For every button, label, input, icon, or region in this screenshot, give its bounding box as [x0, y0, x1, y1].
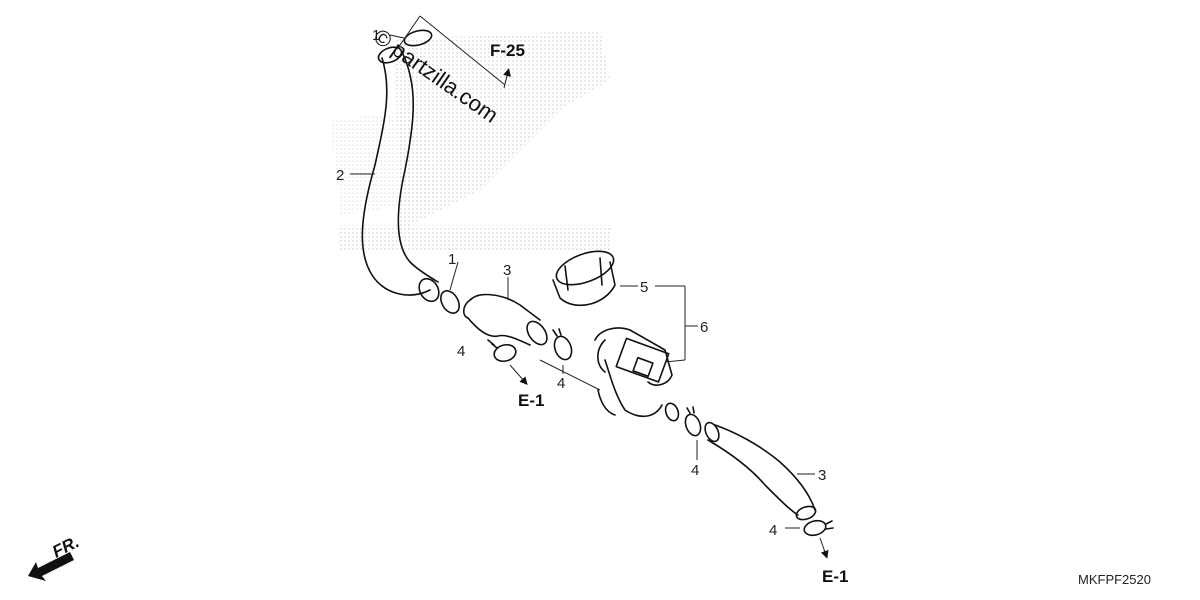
clamp-part-1-middle [440, 290, 460, 314]
clamp-part-4-mid [684, 406, 702, 437]
reference-f25: F-25 [490, 41, 525, 60]
clamp-part-4-lower [803, 519, 834, 537]
callout-4-lower: 4 [769, 522, 777, 539]
callout-1-middle: 1 [448, 251, 456, 268]
reference-e1-left: E-1 [518, 391, 544, 410]
callout-3-upper: 3 [503, 262, 511, 279]
clamp-part-1-top [403, 29, 433, 47]
diagram-code: MKFPF2520 [1078, 572, 1151, 587]
clamp-part-4-left [487, 339, 517, 363]
callout-2: 2 [336, 167, 344, 184]
hose-part-3-upper [462, 293, 548, 346]
leader-lines [350, 15, 829, 559]
reference-e1-right: E-1 [822, 567, 848, 586]
clamp-part-4-center [552, 328, 573, 361]
callout-4-center: 4 [557, 375, 565, 392]
callout-5: 5 [640, 279, 648, 296]
hose-part-3-lower [704, 421, 817, 521]
hose-part-2 [361, 46, 440, 303]
valve-part-6 [594, 327, 680, 422]
callout-1-top: 1 [372, 27, 380, 44]
front-label: FR. [49, 532, 82, 561]
rubber-mount-part-5 [552, 250, 616, 307]
callout-4-left: 4 [457, 343, 465, 360]
background-stipple [330, 30, 610, 250]
front-arrow-icon [28, 552, 74, 581]
callout-4-mid: 4 [691, 462, 699, 479]
callout-3-lower: 3 [818, 467, 826, 484]
callout-6: 6 [700, 319, 708, 336]
